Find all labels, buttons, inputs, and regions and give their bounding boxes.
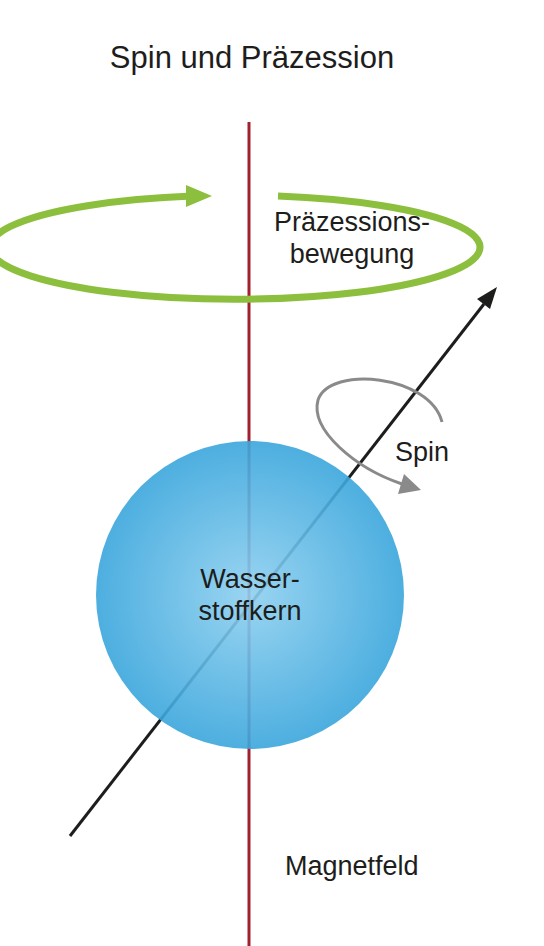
field-label: Magnetfeld bbox=[285, 850, 505, 882]
nucleus-fill bbox=[96, 441, 404, 749]
precession-arrowhead bbox=[186, 185, 212, 207]
spin-axis bbox=[70, 304, 484, 836]
spin-arrowhead bbox=[398, 474, 421, 494]
precession-label: Präzessions- bewegung bbox=[252, 206, 452, 270]
spin-label: Spin bbox=[395, 436, 515, 468]
precession-ellipse bbox=[0, 196, 480, 299]
diagram-title: Spin und Präzession bbox=[0, 40, 544, 76]
nucleus-text-area: Wasser- stoffkern bbox=[95, 440, 405, 750]
nucleus-label: Wasser- stoffkern bbox=[180, 563, 320, 627]
nucleus-shape bbox=[95, 440, 405, 750]
spin-axis-arrowhead bbox=[477, 287, 497, 309]
nucleus-circle: Wasser- stoffkern bbox=[95, 440, 405, 750]
